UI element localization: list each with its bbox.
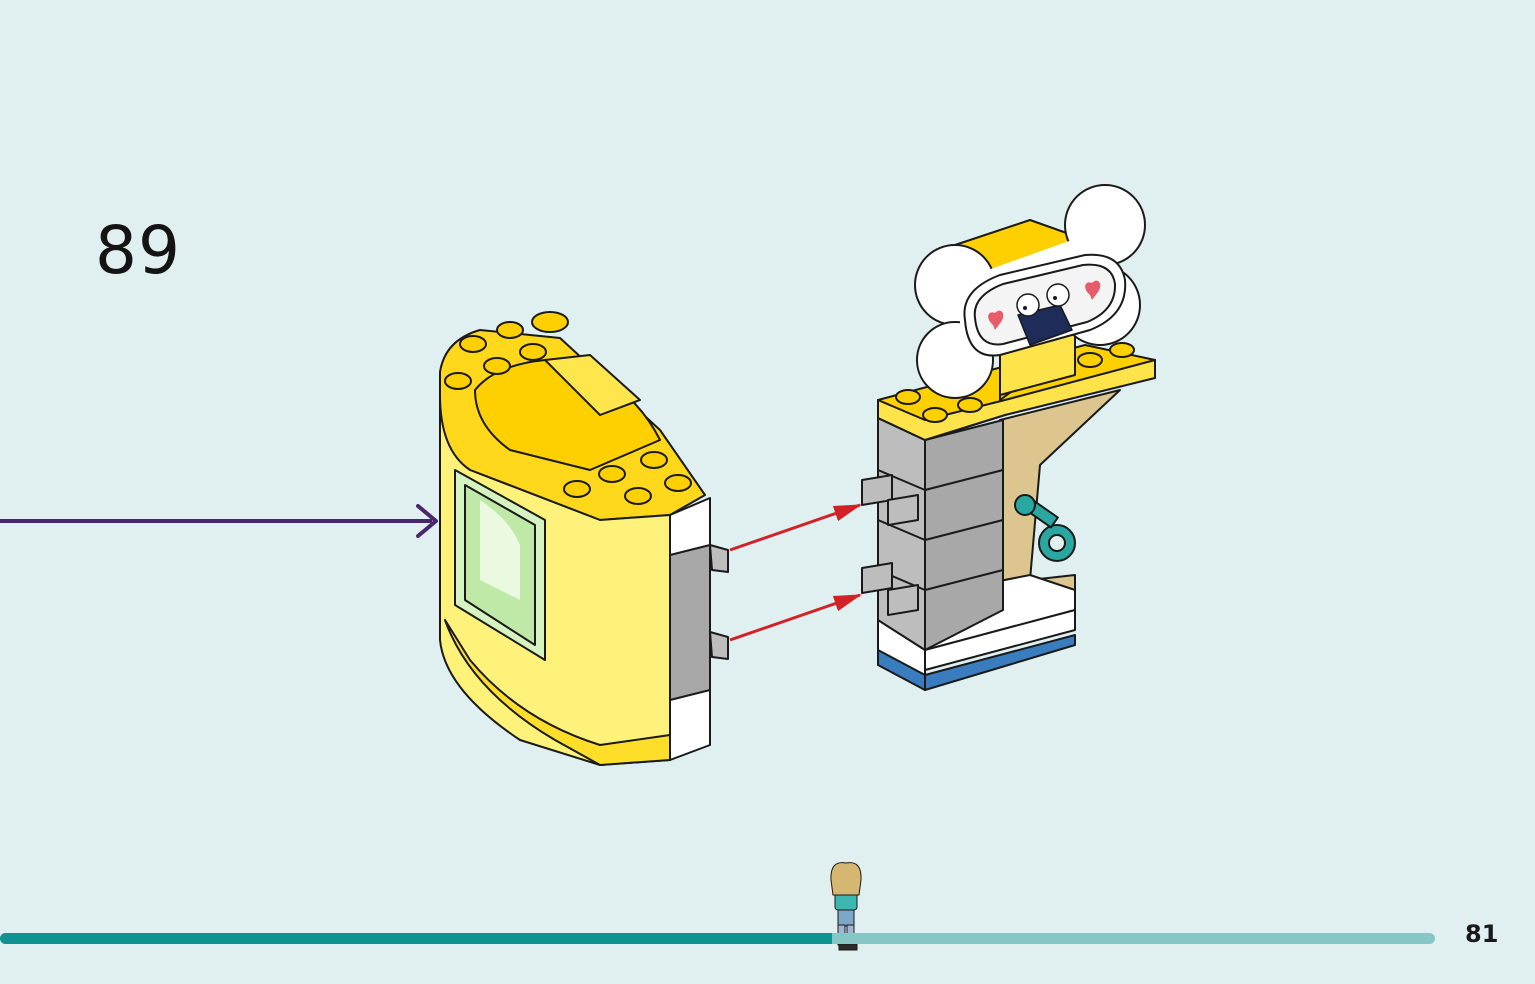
- attach-arrows: [729, 503, 862, 642]
- heart-icon: [988, 310, 1004, 330]
- yellow-wall-assembly: [439, 311, 729, 766]
- heart-icon: [1085, 280, 1101, 300]
- step-number: 89: [95, 212, 181, 289]
- page-number: 81: [1465, 920, 1499, 948]
- progress-fill: [0, 933, 833, 944]
- callout-arrow: [0, 504, 438, 538]
- progress-bar: [0, 933, 1435, 944]
- puppies-in-box-icon: [1016, 283, 1073, 346]
- bone-sign-tower: [861, 184, 1156, 691]
